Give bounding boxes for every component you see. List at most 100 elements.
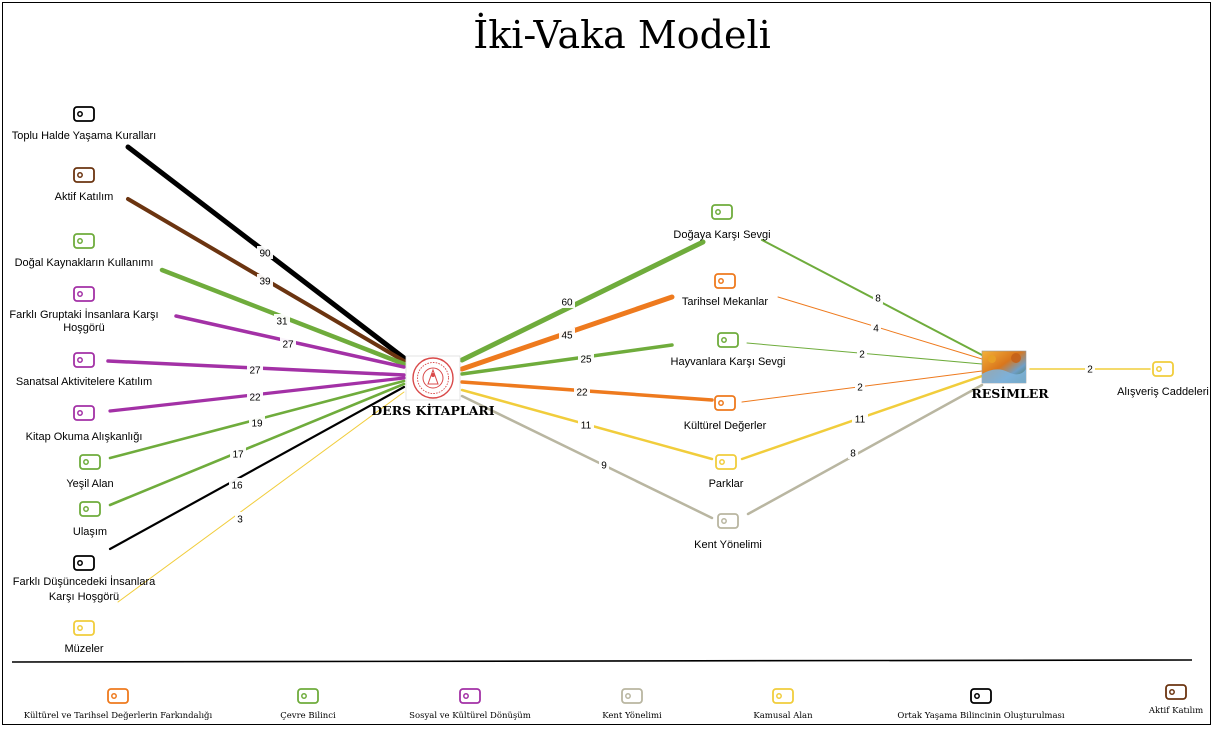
code-tag-hole-icon	[721, 518, 727, 524]
legend-item-ortak-yasama-bilincinin-olusturulmasi[interactable]: Ortak Yaşama Bilincinin Oluşturulması	[897, 688, 1065, 721]
code-tag-hole-icon	[83, 459, 89, 465]
code-kitap-okuma-aliskanligi[interactable]: Kitap Okuma Alışkanlığı	[26, 405, 143, 443]
legend-label: Kamusal Alan	[753, 711, 813, 721]
legend-label: Çevre Bilinci	[280, 711, 336, 721]
code-tag-icon	[297, 688, 319, 704]
code-tag-hole-icon	[77, 291, 83, 297]
legend-item-aktif-katilim[interactable]: Aktif Katılım	[1148, 684, 1203, 716]
edge-weight-label: 22	[249, 393, 261, 404]
code-tag-icon	[73, 233, 95, 249]
code-tag-hole-icon	[1156, 366, 1162, 372]
code-tag-icon	[459, 688, 481, 704]
edge-weight: 45	[559, 328, 575, 342]
code-aktif-katilim[interactable]: Aktif Katılım	[55, 167, 114, 203]
edge-weight: 39	[257, 274, 273, 288]
code-kent-yonelimi[interactable]: Kent Yönelimi	[694, 513, 762, 551]
legend-item-kulturel-ve-tarihsel-degerlerin-farkindaligi[interactable]: Kültürel ve Tarihsel Değerlerin Farkında…	[24, 688, 213, 721]
code-dogaya-karsi-sevgi[interactable]: Doğaya Karşı Sevgi	[673, 204, 771, 241]
edge-right-dogaya-karsi-sevgi	[761, 239, 983, 356]
edge-ulasim	[108, 382, 406, 507]
code-sanatsal-aktivitelere-katilim[interactable]: Sanatsal Aktivitelere Katılım	[16, 352, 152, 388]
code-label: Doğal Kaynakların Kullanımı	[15, 257, 154, 269]
edge-weight-label: 27	[249, 366, 261, 377]
legend-item-sosyal-ve-kulturel-donusum[interactable]: Sosyal ve Kültürel Dönüşüm	[409, 688, 531, 721]
code-tag-hole-icon	[715, 209, 721, 215]
edge-weight: 25	[578, 352, 594, 366]
code-label: Sanatsal Aktivitelere Katılım	[16, 376, 152, 388]
edge-weight-label: 16	[231, 481, 243, 492]
code-tag-hole-icon	[77, 238, 83, 244]
edge-weight-label: 90	[259, 249, 271, 260]
edge-muzeler	[117, 391, 405, 603]
code-label: Farklı Gruptaki İnsanlara Karşı	[9, 308, 158, 321]
code-tag-hole-icon	[719, 459, 725, 465]
code-tag-icon	[73, 555, 95, 571]
legend-item-kamusal-alan[interactable]: Kamusal Alan	[753, 688, 813, 721]
diagram-title: İki-Vaka Modeli	[473, 13, 771, 57]
edge-left-hayvanlara-karsi-sevgi	[460, 343, 674, 376]
code-ulasim[interactable]: Ulaşım	[73, 501, 107, 538]
edge-weight: 90	[257, 246, 273, 260]
edge-left-kent-yonelimi	[460, 394, 714, 520]
edge-weight: 11	[578, 418, 594, 432]
code-tag-icon	[714, 395, 736, 411]
code-label: Karşı Hoşgörü	[49, 591, 119, 603]
code-tag-hole-icon	[625, 693, 631, 699]
code-tag-icon	[73, 405, 95, 421]
edge-weight: 16	[229, 478, 245, 492]
code-tag-hole-icon	[77, 560, 83, 566]
code-hayvanlara-karsi-sevgi[interactable]: Hayvanlara Karşı Sevgi	[671, 332, 786, 368]
edge-weight: 9	[599, 458, 609, 472]
code-tag-hole-icon	[1169, 689, 1175, 695]
edge-right-kent-yonelimi	[746, 383, 984, 516]
legend-label: Sosyal ve Kültürel Dönüşüm	[409, 711, 531, 721]
edge-weight-label: 25	[580, 355, 592, 366]
code-kulturel-degerler[interactable]: Kültürel Değerler	[684, 395, 767, 432]
edge-weight: 2	[857, 347, 867, 361]
edge-weight-label: 11	[855, 415, 866, 426]
code-tag-hole-icon	[77, 625, 83, 631]
code-parklar[interactable]: Parklar	[709, 454, 744, 490]
edge-weight: 22	[247, 390, 263, 404]
code-tarihsel-mekanlar[interactable]: Tarihsel Mekanlar	[682, 273, 769, 308]
code-tag-icon	[717, 513, 739, 529]
code-tag-icon	[73, 620, 95, 636]
resimler-hub[interactable]: RESİMLER	[971, 350, 1049, 401]
code-label: Aktif Katılım	[55, 191, 114, 203]
edge-weight: 60	[559, 295, 575, 309]
legend-label: Kent Yönelimi	[602, 711, 662, 721]
code-dogal-kaynaklarin-kullanimi[interactable]: Doğal Kaynakların Kullanımı	[15, 233, 154, 269]
code-yesil-alan[interactable]: Yeşil Alan	[66, 454, 114, 490]
edge-left-dogaya-karsi-sevgi	[459, 239, 706, 363]
code-label: Hayvanlara Karşı Sevgi	[671, 356, 786, 368]
edge-weight-label: 17	[232, 450, 244, 461]
code-tag-hole-icon	[111, 693, 117, 699]
code-label: Yeşil Alan	[66, 478, 113, 490]
code-muzeler[interactable]: Müzeler	[64, 620, 104, 655]
code-tag-icon	[79, 454, 101, 470]
code-tag-icon	[717, 332, 739, 348]
code-tag-icon	[715, 454, 737, 470]
resimler-label: RESİMLER	[971, 386, 1049, 401]
legend-item-cevre-bilinci[interactable]: Çevre Bilinci	[280, 688, 336, 721]
edge-weight: 2	[1085, 362, 1095, 376]
edge-weight: 11	[852, 412, 868, 426]
legend-label: Aktif Katılım	[1148, 706, 1203, 716]
code-tag-hole-icon	[77, 410, 83, 416]
code-label: Toplu Halde Yaşama Kuralları	[12, 130, 157, 142]
code-label: Kent Yönelimi	[694, 539, 762, 551]
legend-item-kent-yonelimi[interactable]: Kent Yönelimi	[602, 688, 662, 721]
code-label: Hoşgörü	[63, 322, 105, 334]
ders-kitaplari-hub[interactable]: DERS KİTAPLARI	[371, 355, 495, 418]
code-label: Tarihsel Mekanlar	[682, 296, 769, 308]
code-tag-icon	[73, 106, 95, 122]
edge-weight-label: 3	[237, 515, 243, 526]
edge-weight: 19	[249, 416, 265, 430]
code-alisveris-caddeleri[interactable]: Alışveriş Caddeleri	[1117, 361, 1209, 398]
code-toplu-halde-yasama-kurallari[interactable]: Toplu Halde Yaşama Kuralları	[12, 106, 157, 142]
